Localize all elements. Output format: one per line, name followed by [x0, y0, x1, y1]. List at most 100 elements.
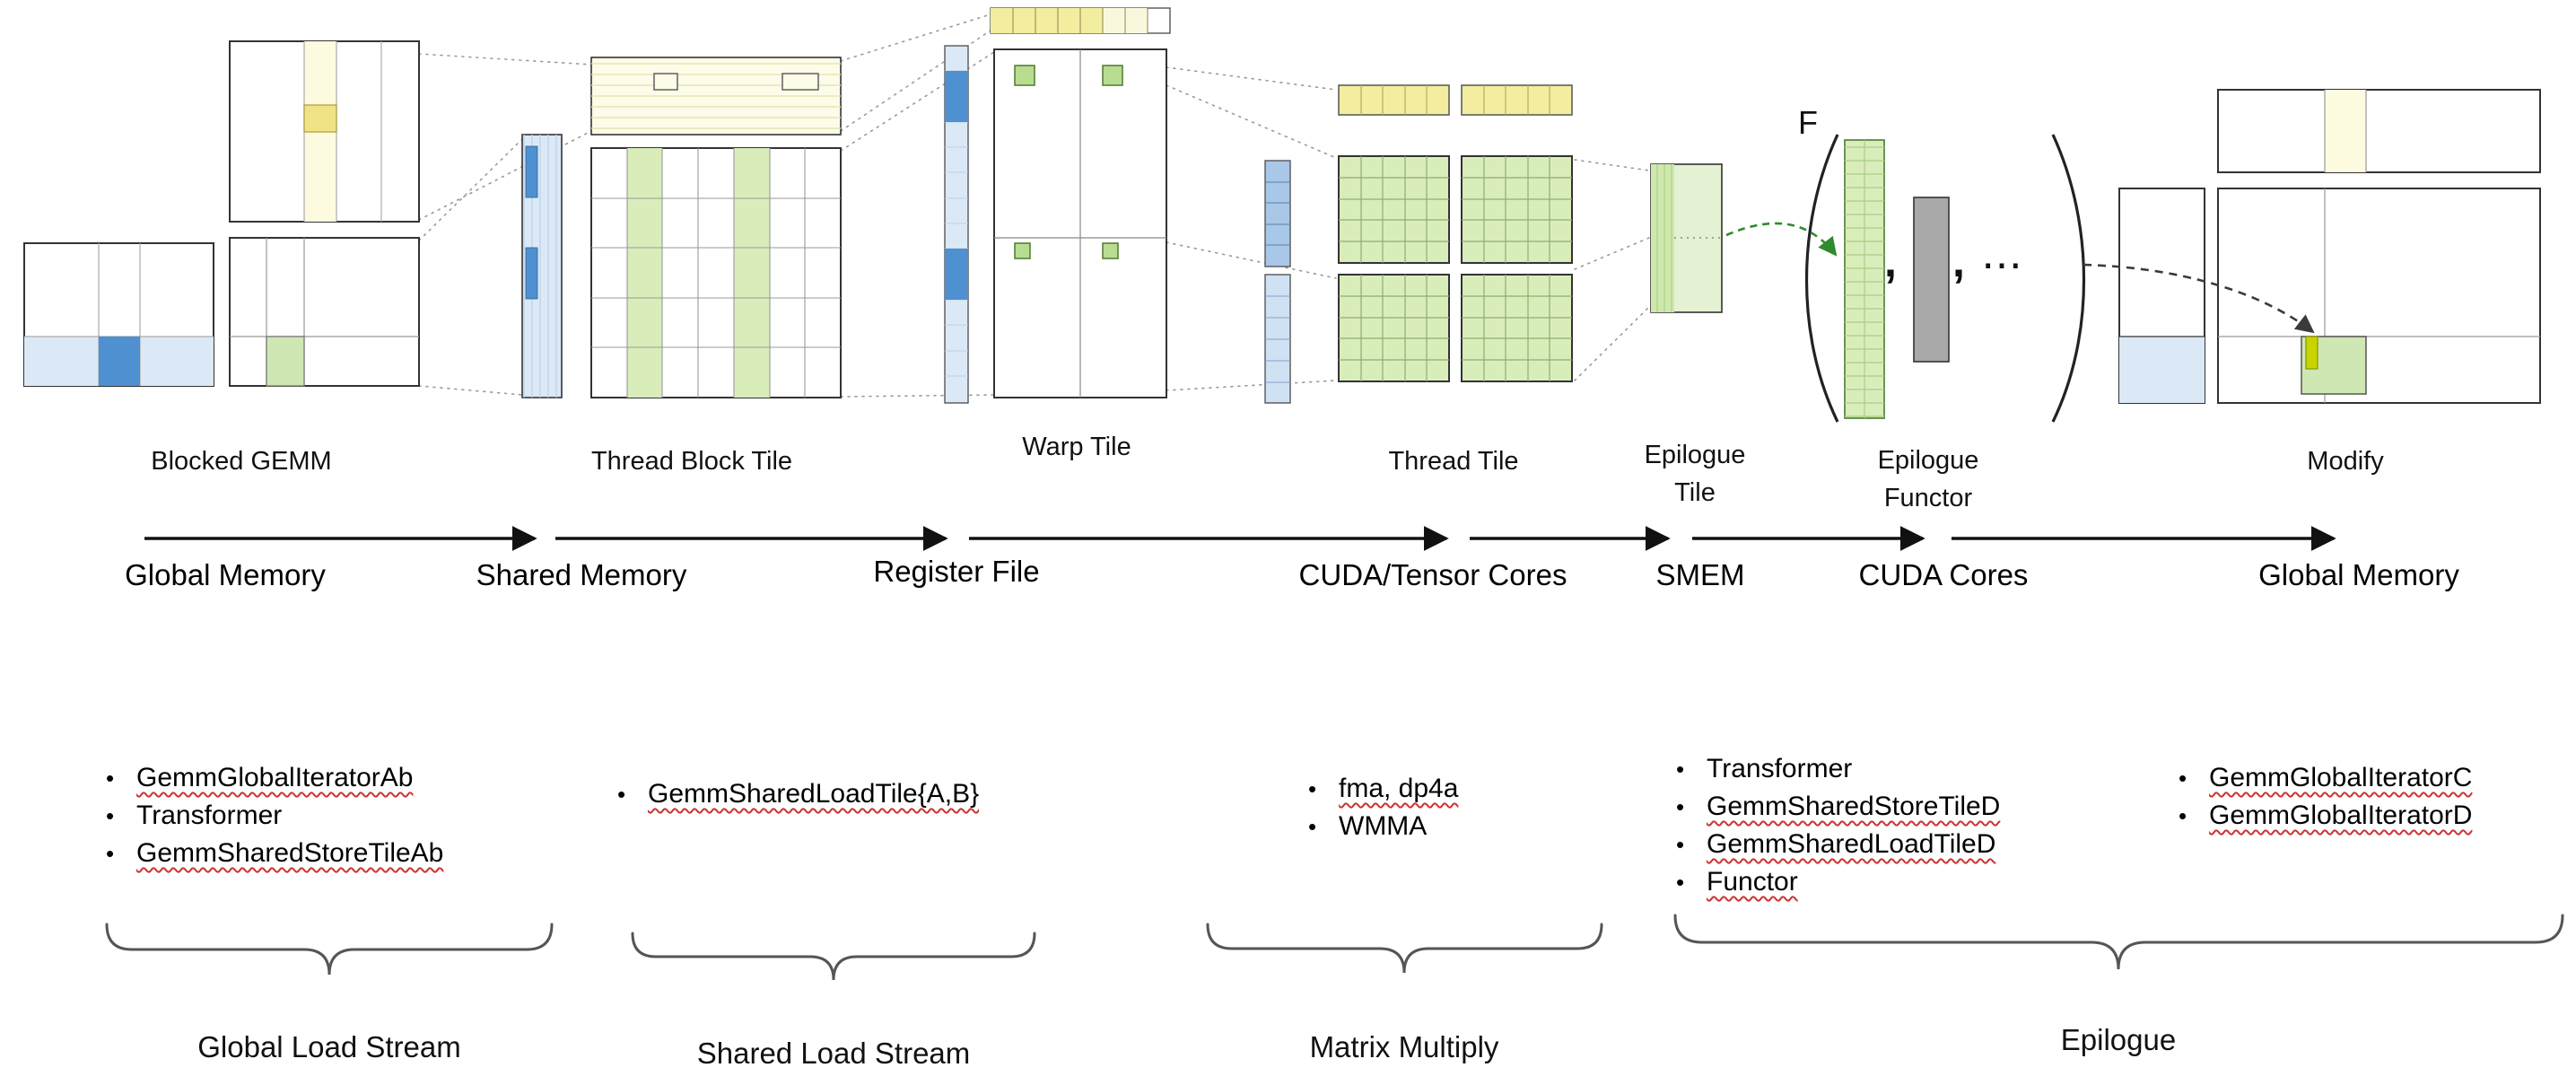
thread-tile-diagram — [1264, 84, 1573, 404]
stage-label-line: Functor — [1883, 484, 1973, 512]
warp-green-cell — [1102, 65, 1123, 86]
list-item-text: GemmSharedLoadTileD — [1707, 829, 1996, 859]
gemm-blue-cell — [99, 337, 140, 386]
tbt-green-band — [734, 148, 770, 398]
stage-label-epilogue-functor: Epilogue Functor — [1821, 442, 2036, 517]
warp-green-cell — [1014, 242, 1031, 259]
bullet-icon: • — [106, 765, 115, 792]
list-item-text: fma, dp4a — [1339, 774, 1459, 803]
list-item: • Transformer — [106, 797, 443, 835]
bullet-icon: • — [1676, 793, 1685, 820]
bullet-icon: • — [1676, 869, 1685, 896]
list-item-text: GemmSharedStoreTileAb — [136, 838, 444, 868]
thread-block-tile-diagram — [521, 57, 842, 398]
tt-green-grid — [1338, 155, 1450, 264]
modify-diagram — [2118, 89, 2541, 404]
list-item: • GemmGlobalIteratorAb — [106, 759, 443, 797]
modify-left-strip-band — [2119, 337, 2205, 403]
bullet-icon: • — [1308, 813, 1317, 840]
gemm-bottom-matrix — [229, 237, 420, 387]
tbt-small-cell — [653, 73, 678, 91]
bullet-icon: • — [1676, 831, 1685, 858]
bullet-icon: • — [617, 781, 626, 808]
stage-label-warp-tile: Warp Tile — [1022, 433, 1131, 461]
memory-label-register-file: Register File — [873, 555, 1040, 588]
bullet-icon: • — [2179, 765, 2187, 792]
blocked-gemm-diagram — [23, 40, 420, 387]
functor-f-symbol: F — [1798, 104, 1818, 141]
list-item-text: Functor — [1707, 867, 1798, 897]
stage-label-thread-tile: Thread Tile — [1388, 447, 1519, 476]
memory-label-global-memory-left: Global Memory — [125, 558, 326, 591]
list-item-text: GemmGlobalIteratorC — [2209, 763, 2473, 792]
tt-green-grid — [1338, 274, 1450, 382]
tt-yellow-strip — [1338, 84, 1450, 116]
bullet-icon: • — [1676, 756, 1685, 783]
list-item: • GemmSharedLoadTileD — [1676, 826, 2000, 863]
memory-label-global-memory-right: Global Memory — [2258, 558, 2459, 591]
modify-bottom-matrix — [2217, 188, 2541, 404]
stream-label-shared-load-stream: Shared Load Stream — [696, 1037, 971, 1070]
warp-blue-cell — [945, 249, 968, 300]
list-global-store: • GemmGlobalIteratorC • GemmGlobalIterat… — [2179, 759, 2472, 835]
functor-ellipsis: ⋯ — [1981, 241, 2026, 288]
brace-global-load-stream — [105, 923, 554, 976]
list-epilogue: • Transformer • GemmSharedStoreTileD • G… — [1676, 750, 2000, 901]
list-shared-load: • GemmSharedLoadTile{A,B} — [617, 775, 979, 813]
list-matrix-multiply: • fma, dp4a • WMMA — [1308, 770, 1458, 845]
list-item: • Transformer — [1676, 750, 2000, 788]
warp-green-cell — [1102, 242, 1119, 259]
stage-label-thread-block-tile: Thread Block Tile — [590, 447, 793, 476]
modify-top-matrix — [2217, 89, 2541, 173]
left-parenthesis — [1804, 134, 1839, 423]
warp-green-cell — [1014, 65, 1035, 86]
list-item: • WMMA — [1308, 808, 1458, 845]
tbt-blue-cell — [525, 145, 538, 198]
bullet-icon: • — [106, 840, 115, 867]
stage-label-modify: Modify — [2307, 447, 2384, 476]
memory-label-shared-memory: Shared Memory — [476, 558, 687, 591]
functor-comma: , — [1952, 236, 1965, 286]
bullet-icon: • — [2179, 802, 2187, 829]
stream-label-global-load-stream: Global Load Stream — [197, 1030, 461, 1063]
functor-gray-operand-bar — [1913, 197, 1950, 363]
list-item-text: Transformer — [136, 801, 283, 830]
list-item-text: WMMA — [1339, 811, 1428, 841]
list-item: • GemmSharedStoreTileAb — [106, 835, 443, 872]
modify-top-matrix-band — [2325, 90, 2366, 172]
list-item: • fma, dp4a — [1308, 770, 1458, 808]
green-dashed-arrow — [1725, 222, 1838, 257]
gemm-green-cell — [266, 336, 305, 387]
warp-tile-diagram — [944, 7, 1171, 404]
tt-green-grid — [1461, 155, 1573, 264]
stage-label-line: Epilogue — [1644, 441, 1746, 469]
list-item: • GemmGlobalIteratorD — [2179, 797, 2472, 835]
brace-epilogue — [1673, 914, 2564, 970]
list-item: • GemmSharedLoadTile{A,B} — [617, 775, 979, 813]
stage-label-epilogue-tile: Epilogue Tile — [1614, 436, 1776, 512]
brace-matrix-multiply — [1206, 923, 1603, 974]
tt-blue-strip — [1264, 160, 1291, 267]
stream-label-epilogue: Epilogue — [2060, 1023, 2177, 1056]
stream-label-matrix-multiply: Matrix Multiply — [1309, 1030, 1499, 1063]
gemm-yellow-cell — [303, 104, 337, 133]
stream-braces — [105, 914, 2564, 981]
epilogue-functor-diagram — [1804, 134, 2086, 423]
list-item: • GemmSharedStoreTileD — [1676, 788, 2000, 826]
list-global-load: • GemmGlobalIteratorAb • Transformer • G… — [106, 759, 443, 872]
memory-label-smem: SMEM — [1655, 558, 1745, 591]
functor-comma: , — [1884, 236, 1897, 286]
bullet-icon: • — [106, 802, 115, 829]
tbt-green-band — [627, 148, 662, 398]
list-item-text: GemmGlobalIteratorD — [2209, 801, 2473, 830]
tbt-blue-cell — [525, 247, 538, 300]
warp-blue-cell — [945, 71, 968, 122]
epilogue-tile-diagram — [1650, 163, 1723, 313]
tt-green-grid — [1461, 274, 1573, 382]
list-item-text: Transformer — [1707, 754, 1853, 783]
tt-yellow-strip — [1461, 84, 1573, 116]
list-item-text: GemmSharedLoadTile{A,B} — [648, 779, 980, 809]
memory-label-cuda-tensor-cores: CUDA/Tensor Cores — [1298, 558, 1567, 591]
